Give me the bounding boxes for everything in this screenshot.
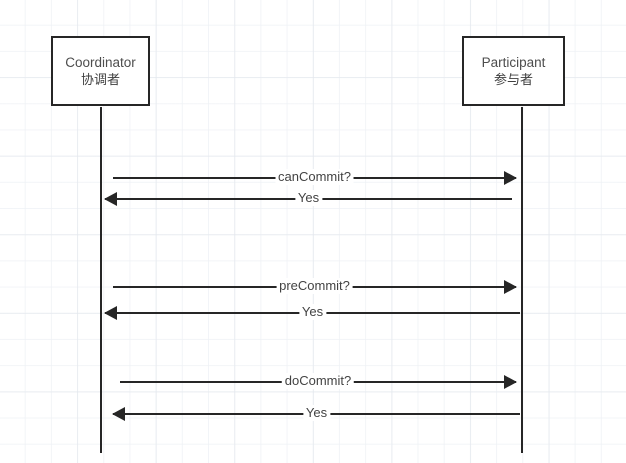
message-arrow-do-commit[interactable]: doCommit? xyxy=(120,373,517,390)
message-label: Yes xyxy=(294,190,323,206)
arrowhead-right-icon xyxy=(504,171,517,185)
arrowhead-right-icon xyxy=(504,375,517,389)
actor-box-participant[interactable]: Participant 参与者 xyxy=(462,36,565,106)
message-label: canCommit? xyxy=(275,169,354,185)
message-arrow-yes-2[interactable]: Yes xyxy=(104,304,520,321)
actor-box-coordinator[interactable]: Coordinator 协调者 xyxy=(51,36,150,106)
message-arrow-can-commit[interactable]: canCommit? xyxy=(113,169,517,186)
arrowhead-left-icon xyxy=(104,306,117,320)
message-label: Yes xyxy=(298,304,327,320)
message-label: Yes xyxy=(302,405,331,421)
arrowhead-left-icon xyxy=(104,192,117,206)
actor-name-participant: Participant xyxy=(481,54,546,70)
message-label: preCommit? xyxy=(276,278,353,294)
lifeline-coordinator xyxy=(100,107,102,453)
actor-name-coordinator: Coordinator xyxy=(65,54,136,70)
actor-subtitle-participant: 参与者 xyxy=(493,72,533,88)
message-label: doCommit? xyxy=(281,373,355,389)
lifeline-participant xyxy=(521,107,523,453)
arrowhead-right-icon xyxy=(504,280,517,294)
actor-subtitle-coordinator: 协调者 xyxy=(80,72,120,88)
message-arrow-pre-commit[interactable]: preCommit? xyxy=(113,278,517,295)
arrowhead-left-icon xyxy=(112,407,125,421)
message-arrow-yes-1[interactable]: Yes xyxy=(104,190,512,207)
message-arrow-yes-3[interactable]: Yes xyxy=(112,405,520,422)
